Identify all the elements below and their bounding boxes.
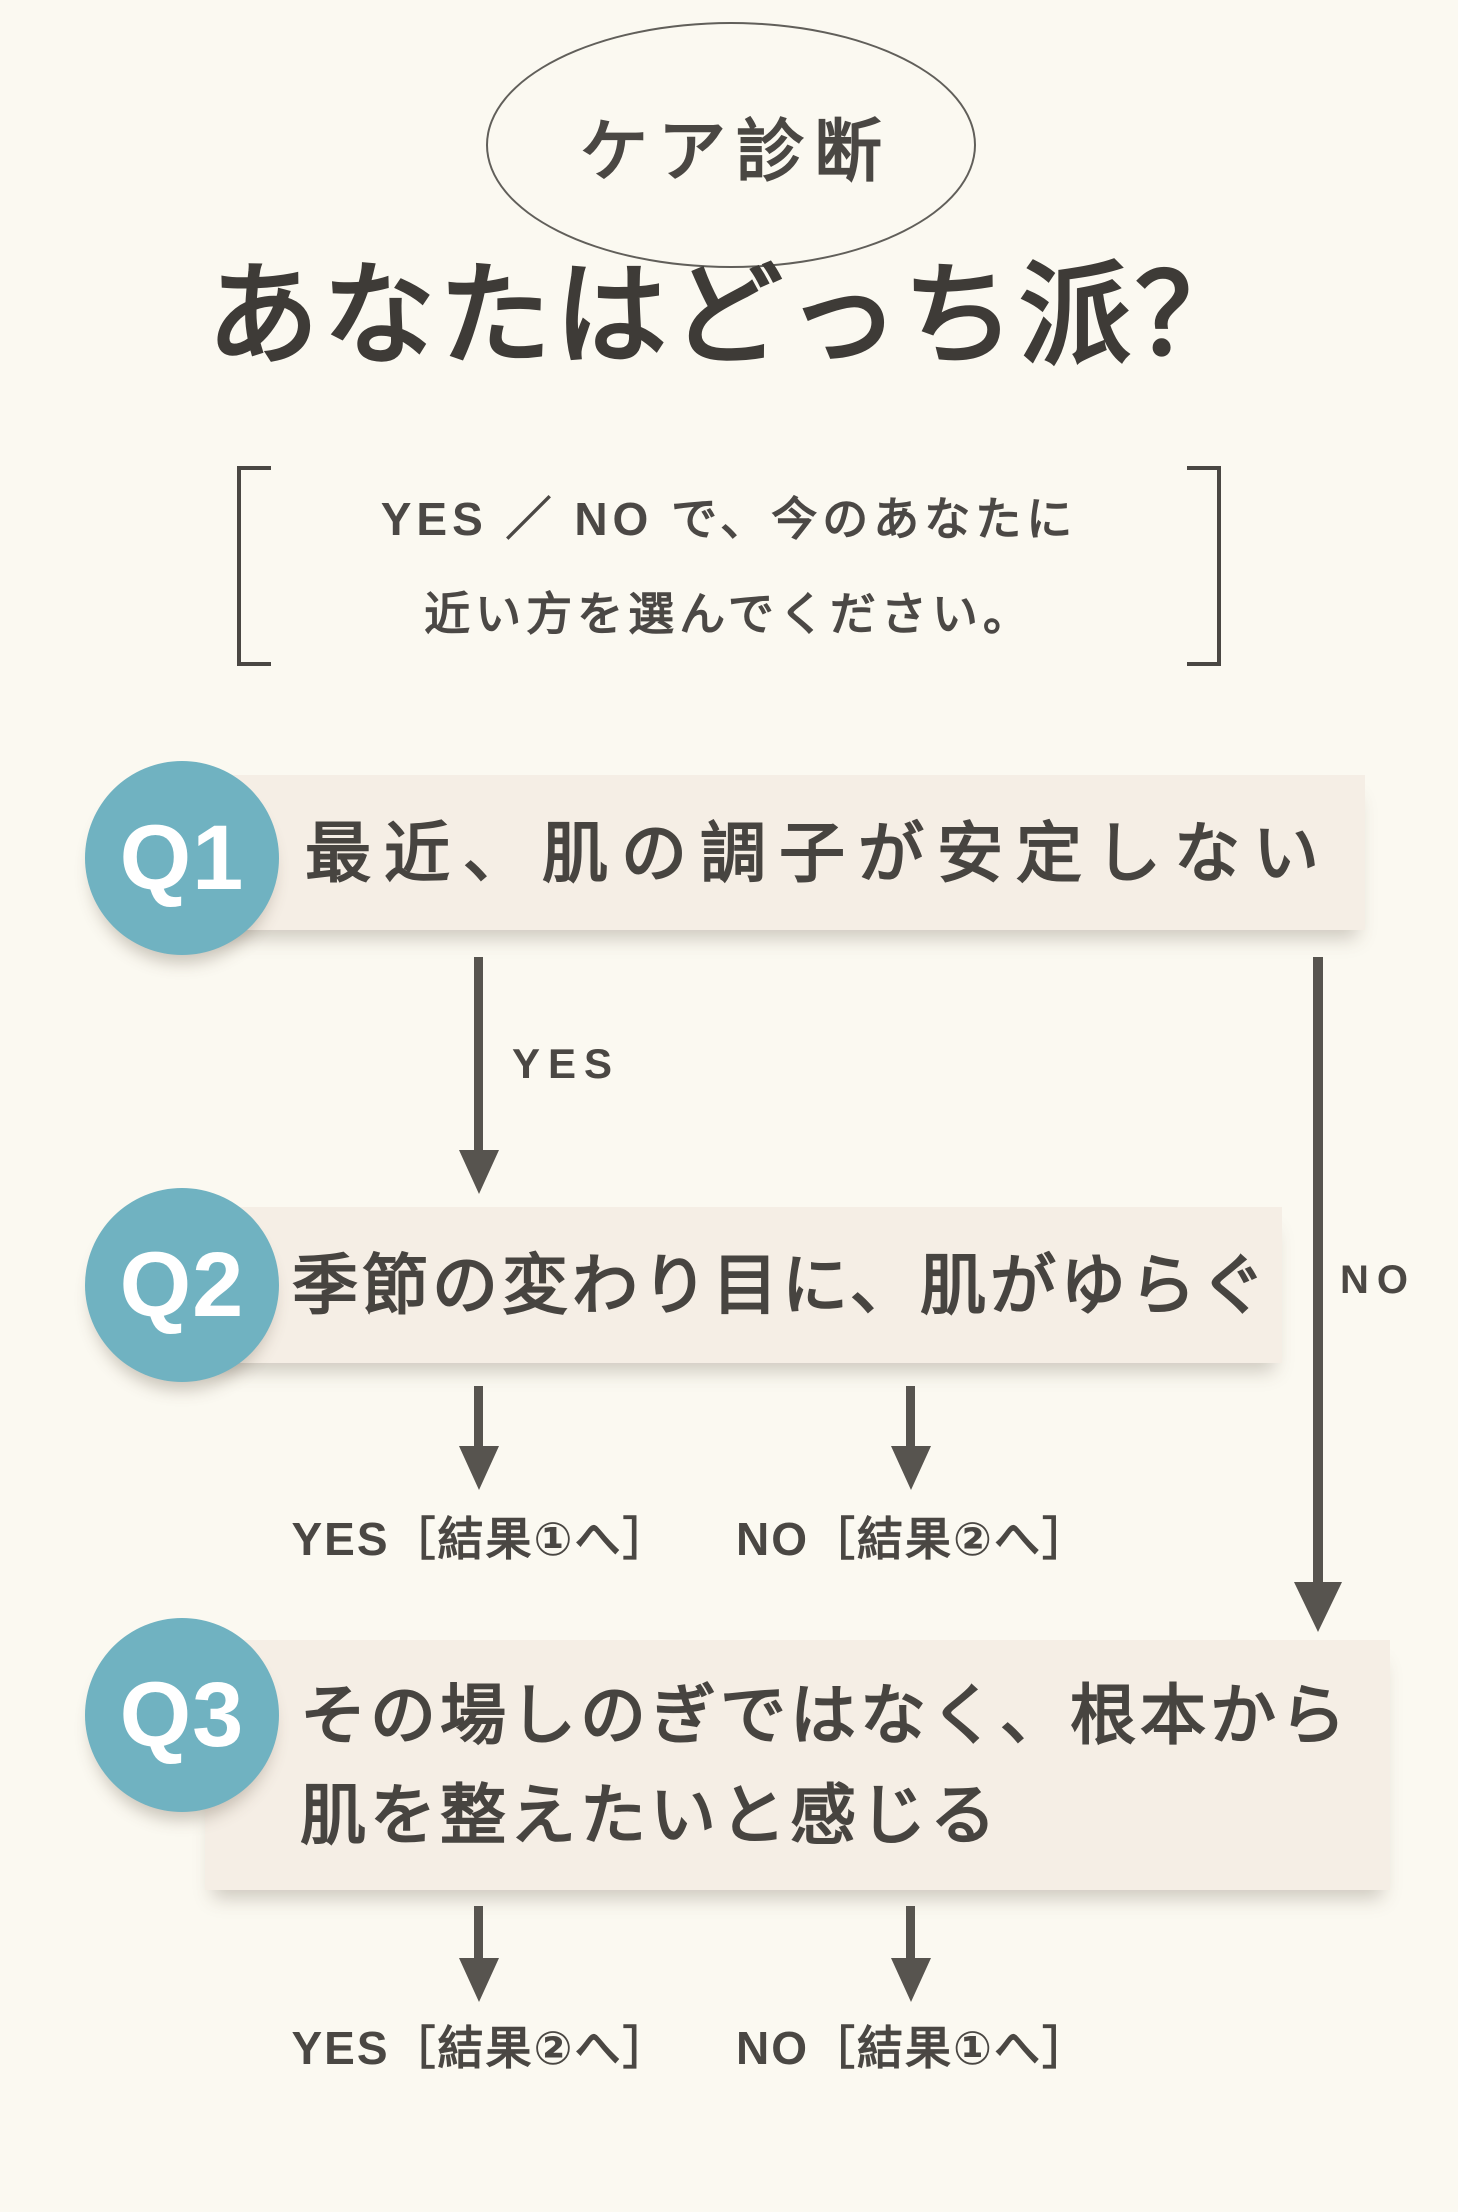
question-2-text: 季節の変わり目に、肌がゆらぐ bbox=[292, 1248, 1271, 1322]
q3-yes-arrow-line bbox=[474, 1906, 483, 1962]
q2-yes-arrow-line bbox=[474, 1386, 483, 1448]
q2-yes-arrow-head bbox=[459, 1446, 499, 1490]
question-2-number: Q2 bbox=[119, 1233, 245, 1336]
q3-no-arrow-line bbox=[906, 1906, 915, 1962]
instruction-bracket-right bbox=[1187, 466, 1221, 666]
instruction-line-2: 近い方を選んでください。 bbox=[424, 588, 1034, 640]
q2-no-result-label: NO［結果②へ］ bbox=[736, 1513, 1090, 1565]
care-diagnosis-badge: ケア診断 bbox=[486, 22, 976, 268]
q1-no-arrow-head bbox=[1294, 1582, 1342, 1632]
instruction-line-1: YES ／ NO で、今のあなたに bbox=[380, 493, 1078, 545]
question-1-badge: Q1 bbox=[85, 761, 279, 955]
question-2-badge: Q2 bbox=[85, 1188, 279, 1382]
q1-no-arrow-line bbox=[1313, 957, 1323, 1585]
badge-label: ケア診断 bbox=[579, 113, 892, 190]
q2-no-arrow-head bbox=[891, 1446, 931, 1490]
question-3-text-line-2: 肌を整えたいと感じる bbox=[300, 1778, 1000, 1852]
question-3-badge: Q3 bbox=[85, 1618, 279, 1812]
q3-no-arrow-head bbox=[891, 1958, 931, 2002]
instruction-bracket-left bbox=[237, 466, 271, 666]
question-2-box: 季節の変わり目に、肌がゆらぐ bbox=[205, 1207, 1282, 1363]
q1-yes-arrow-head bbox=[459, 1150, 499, 1194]
q1-no-label: NO bbox=[1340, 1258, 1416, 1302]
q3-yes-arrow-head bbox=[459, 1958, 499, 2002]
q2-yes-result-label: YES［結果①へ］ bbox=[291, 1513, 671, 1565]
question-3-text: その場しのぎではなく、根本から 肌を整えたいと感じる bbox=[205, 1665, 1350, 1865]
q2-no-arrow-line bbox=[906, 1386, 915, 1448]
question-3-text-line-1: その場しのぎではなく、根本から bbox=[300, 1678, 1350, 1752]
page-title: あなたはどっち派？ bbox=[207, 253, 1251, 378]
question-1-text: 最近、肌の調子が安定しない bbox=[305, 815, 1332, 890]
q3-no-result-label: NO［結果①へ］ bbox=[736, 2022, 1090, 2074]
instruction-text: YES ／ NO で、今のあなたに 近い方を選んでください。 bbox=[239, 472, 1219, 662]
question-3-number: Q3 bbox=[119, 1663, 245, 1766]
question-3-box: その場しのぎではなく、根本から 肌を整えたいと感じる bbox=[205, 1640, 1390, 1890]
question-1-box: 最近、肌の調子が安定しない bbox=[205, 775, 1365, 930]
q3-yes-result-label: YES［結果②へ］ bbox=[291, 2022, 671, 2074]
q1-yes-label: YES bbox=[512, 1040, 621, 1087]
question-1-number: Q1 bbox=[119, 806, 245, 909]
q1-yes-arrow-line bbox=[474, 957, 483, 1153]
